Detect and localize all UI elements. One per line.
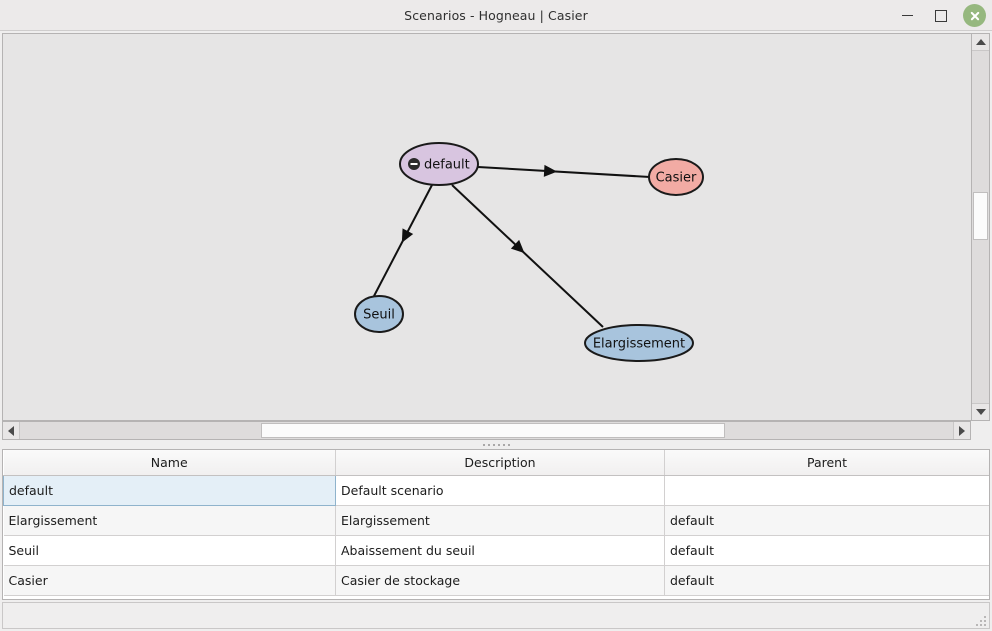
cell-name[interactable]: Elargissement bbox=[3, 505, 336, 536]
scrollbar-corner bbox=[971, 421, 990, 440]
cell-parent[interactable] bbox=[664, 475, 989, 506]
column-header-description[interactable]: Description bbox=[335, 450, 665, 476]
vertical-scroll-thumb[interactable] bbox=[973, 192, 988, 240]
panel-splitter[interactable] bbox=[0, 440, 992, 449]
window-title: Scenarios - Hogneau | Casier bbox=[404, 7, 588, 23]
cell-description[interactable]: Casier de stockage bbox=[335, 565, 665, 596]
graph-node-casier[interactable]: Casier bbox=[648, 158, 704, 196]
graph-edge-default-to-casier[interactable] bbox=[477, 166, 651, 178]
cell-description[interactable]: Elargissement bbox=[335, 505, 665, 536]
cell-parent[interactable]: default bbox=[664, 535, 989, 566]
table-header: Name Description Parent bbox=[3, 450, 989, 476]
triangle-down-icon bbox=[975, 409, 986, 415]
node-shape bbox=[648, 158, 704, 196]
window-controls bbox=[895, 0, 986, 31]
splitter-dot bbox=[507, 443, 510, 446]
splitter-dot bbox=[502, 443, 505, 446]
scroll-left-button[interactable] bbox=[3, 422, 20, 439]
node-shape bbox=[584, 324, 694, 362]
column-header-parent[interactable]: Parent bbox=[664, 450, 989, 476]
node-shape bbox=[399, 142, 479, 186]
node-label: Casier bbox=[656, 171, 697, 186]
splitter-dot bbox=[497, 443, 500, 446]
minimize-button[interactable] bbox=[895, 4, 919, 28]
triangle-left-icon bbox=[8, 425, 14, 436]
table-header-row: Name Description Parent bbox=[3, 450, 989, 476]
triangle-up-icon bbox=[975, 39, 986, 45]
graph-edge-default-to-elargissement[interactable] bbox=[451, 184, 604, 328]
scroll-up-button[interactable] bbox=[972, 34, 989, 51]
close-button[interactable] bbox=[963, 4, 986, 27]
graph-edge-arrowhead bbox=[543, 164, 558, 177]
triangle-right-icon bbox=[959, 425, 965, 436]
graph-edge-arrowhead bbox=[510, 239, 525, 254]
node-shape bbox=[354, 295, 404, 333]
cell-description[interactable]: Default scenario bbox=[335, 475, 665, 506]
scroll-down-button[interactable] bbox=[972, 403, 989, 420]
cell-name[interactable]: Seuil bbox=[3, 535, 336, 566]
cell-name[interactable]: Casier bbox=[3, 565, 336, 596]
cell-parent[interactable]: default bbox=[664, 505, 989, 536]
graph-horizontal-scrollbar[interactable] bbox=[2, 421, 971, 440]
splitter-dot bbox=[482, 443, 485, 446]
maximize-button[interactable] bbox=[929, 4, 953, 28]
table-empty-area[interactable] bbox=[3, 595, 989, 599]
graph-horizontal-scrollbar-row bbox=[0, 421, 992, 440]
status-bar bbox=[2, 602, 990, 629]
splitter-dot bbox=[487, 443, 490, 446]
minus-glyph bbox=[410, 163, 418, 165]
horizontal-scroll-thumb[interactable] bbox=[261, 423, 725, 438]
node-label: Elargissement bbox=[593, 337, 685, 352]
title-bar: Scenarios - Hogneau | Casier bbox=[0, 0, 992, 31]
graph-node-default[interactable]: default bbox=[399, 142, 479, 186]
column-header-name[interactable]: Name bbox=[3, 450, 336, 476]
resize-grip-icon[interactable] bbox=[972, 612, 986, 626]
splitter-dot bbox=[492, 443, 495, 446]
graph-node-seuil[interactable]: Seuil bbox=[354, 295, 404, 333]
graph-vertical-scrollbar[interactable] bbox=[971, 33, 990, 421]
graph-node-elargissement[interactable]: Elargissement bbox=[584, 324, 694, 362]
scroll-right-button[interactable] bbox=[953, 422, 970, 439]
graph-edge-arrowhead bbox=[401, 228, 414, 243]
node-label: Seuil bbox=[363, 308, 395, 323]
cell-parent[interactable]: default bbox=[664, 565, 989, 596]
cell-description[interactable]: Abaissement du seuil bbox=[335, 535, 665, 566]
node-label: default bbox=[424, 158, 470, 173]
cell-name[interactable]: default bbox=[3, 474, 336, 506]
